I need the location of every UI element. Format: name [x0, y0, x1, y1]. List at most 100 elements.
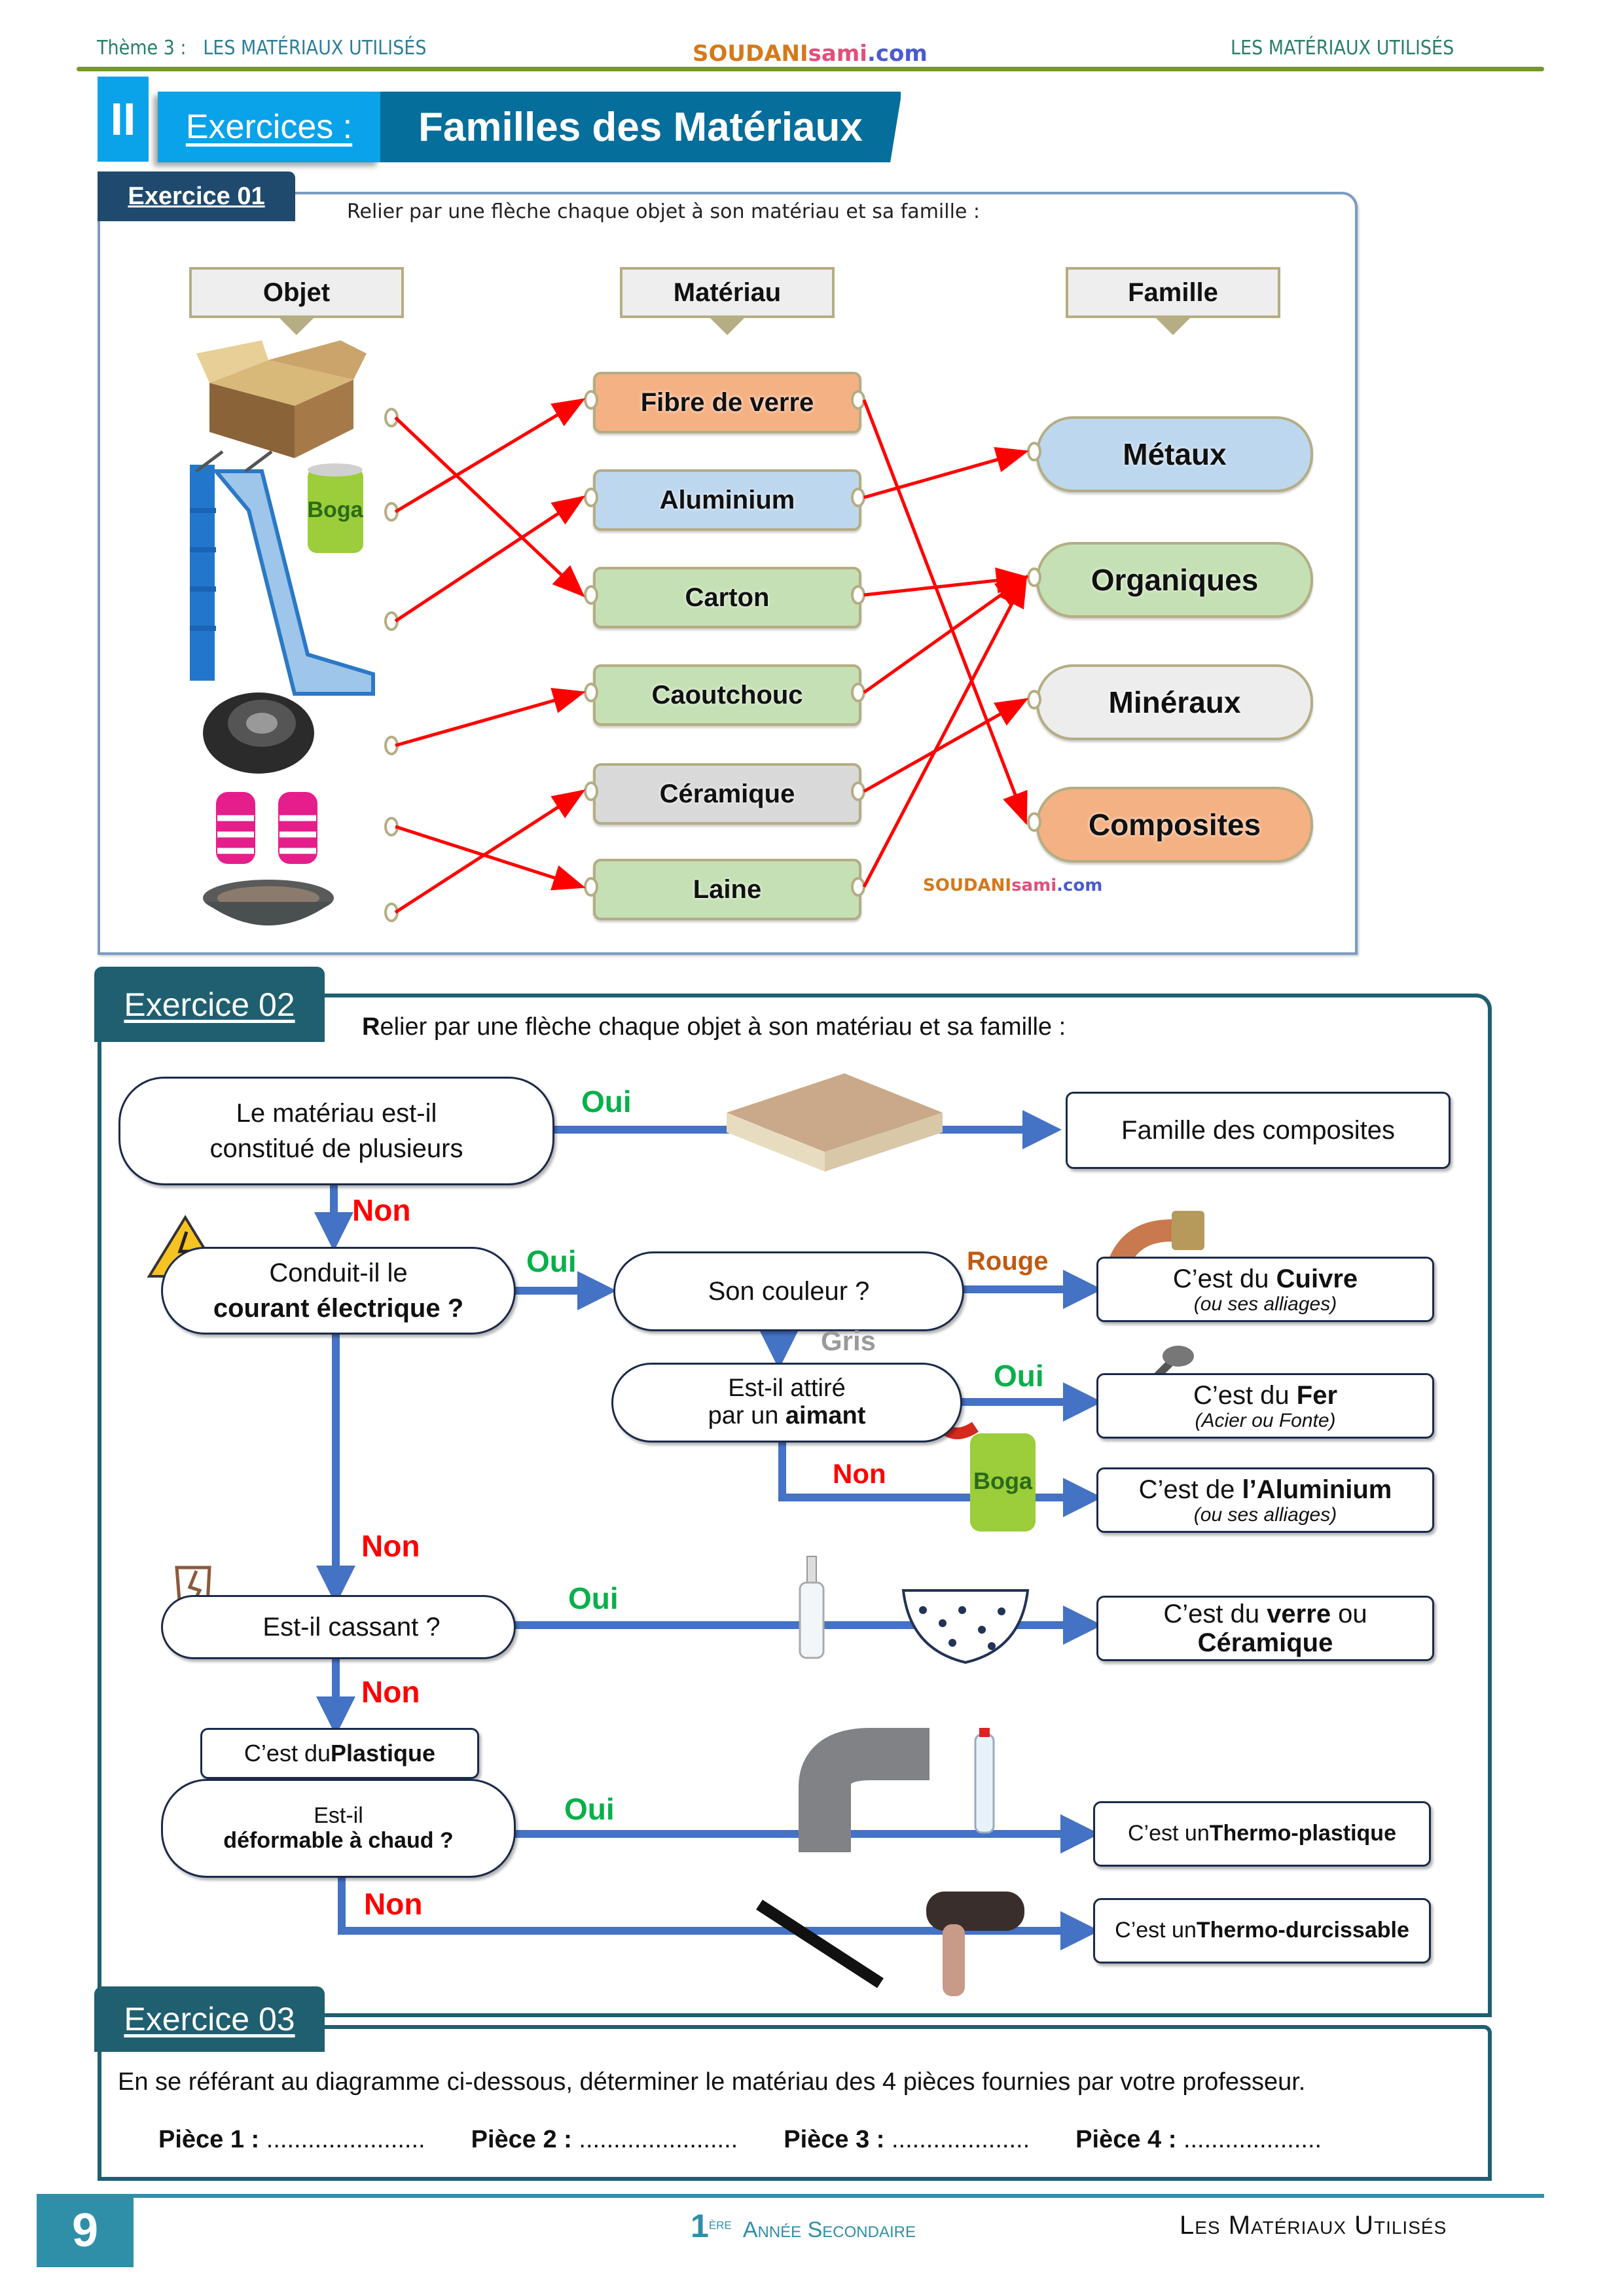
instruction-initial: R: [362, 1013, 380, 1041]
tire-icon: [203, 692, 314, 774]
exercise1-tab: Exercice 01: [98, 171, 295, 221]
material-connector-left[interactable]: [584, 585, 598, 605]
glass-bottle-icon: [799, 1556, 825, 1659]
ceramique-bold: Céramique: [1197, 1628, 1333, 1657]
material-box[interactable]: Fibre de verre: [593, 372, 861, 433]
column-header-materiau: Matériau: [620, 267, 835, 335]
material-box[interactable]: Carton: [593, 567, 861, 628]
piece-4-blank[interactable]: ....................: [1183, 2126, 1322, 2153]
label-gris: Gris: [821, 1325, 876, 1356]
water-bottle-icon: [974, 1728, 995, 1834]
label-oui-3: Oui: [994, 1359, 1044, 1393]
exercise1-instruction: Relier par une flèche chaque objet à son…: [347, 200, 981, 223]
result-fer: C’est du Fer(Acier ou Fonte): [1096, 1373, 1434, 1439]
gloves-icon: [216, 792, 317, 864]
material-label: Caoutchouc: [651, 680, 803, 709]
material-family-arrow: [863, 575, 1029, 694]
footer-title: Les Matériaux Utilisés: [1180, 2211, 1447, 2240]
thermoplastique-bold: Thermo-plastique: [1209, 1821, 1396, 1846]
box-icon: [196, 340, 367, 458]
brand-logo: SOUDANIsami.com: [693, 41, 928, 67]
piece-1-blank[interactable]: .......................: [266, 2126, 425, 2153]
family-box[interactable]: Métaux: [1036, 416, 1313, 492]
piece-2-blank[interactable]: .......................: [579, 2126, 738, 2153]
family-connector[interactable]: [1027, 812, 1041, 832]
material-box[interactable]: Laine: [593, 859, 861, 920]
comb-icon: [756, 1899, 884, 1988]
cuivre-bold: Cuivre: [1276, 1264, 1358, 1293]
exercise3-frame: [98, 2025, 1492, 2181]
question-breakable: Est-il cassant ?: [161, 1595, 516, 1659]
object-material-arrow: [394, 398, 586, 514]
level-number: 1: [691, 2208, 709, 2244]
instruction-rest: elier par une flèche chaque objet à son …: [380, 1013, 1066, 1041]
pieces-row: Pièce 1 : ....................... Pièce …: [158, 2126, 1322, 2154]
section-number: II: [98, 77, 149, 162]
label-non-1: Non: [352, 1193, 411, 1227]
alu-pre: C’est de: [1138, 1475, 1242, 1504]
object-material-arrow: [395, 688, 586, 747]
plastic-label-box: C’est du Plastique: [200, 1728, 479, 1779]
label-oui-1: Oui: [581, 1085, 632, 1119]
family-box[interactable]: Organiques: [1036, 542, 1313, 618]
header-theme: Thème 3 : LES MATÉRIAUX UTILISÉS: [97, 37, 426, 60]
q1-line1: Le matériau est-il: [236, 1099, 437, 1128]
thermodurcissable-bold: Thermo-durcissable: [1196, 1918, 1409, 1943]
column-header-objet-text: Objet: [262, 278, 331, 307]
slide-icon: [190, 450, 375, 696]
alu-sub: (ou ses alliages): [1193, 1503, 1337, 1526]
material-label: Céramique: [659, 779, 795, 808]
exercise3-tab-label: Exercice 03: [124, 2001, 295, 2037]
column-header-famille: Famille: [1066, 267, 1280, 335]
page-title-text: Familles des Matériaux: [418, 104, 863, 150]
piece-1-field[interactable]: Pièce 1 : .......................: [158, 2126, 425, 2154]
theme-title: LES MATÉRIAUX UTILISÉS: [203, 37, 427, 60]
q2-line2: courant électrique ?: [213, 1294, 464, 1323]
fer-bold: Fer: [1296, 1380, 1338, 1410]
family-label: Organiques: [1091, 563, 1259, 597]
material-box[interactable]: Caoutchouc: [593, 664, 861, 726]
soda-can-icon: Boga: [970, 1433, 1036, 1532]
q5-text: Est-il cassant ?: [262, 1613, 441, 1641]
object-material-arrow: [394, 495, 586, 623]
level-text: Année Secondaire: [742, 2217, 916, 2242]
material-box[interactable]: Aluminium: [593, 469, 861, 531]
hair-dryer-icon: [926, 1892, 1024, 1996]
thermoplastique-pre: C’est un: [1128, 1821, 1210, 1846]
piece-3-blank[interactable]: ....................: [892, 2126, 1030, 2153]
exercise2-tab-label: Exercice 02: [124, 986, 295, 1023]
exercise3-instruction: En se référant au diagramme ci-dessous, …: [118, 2068, 1306, 2096]
watermark-part1: SOUDANI: [923, 876, 1012, 895]
can-icon: Boga: [308, 463, 364, 553]
q3-text: Son couleur ?: [708, 1277, 870, 1306]
piece-2-field[interactable]: Pièce 2 : .......................: [471, 2126, 738, 2154]
footer-divider: [133, 2194, 1544, 2198]
label-non-5: Non: [364, 1887, 423, 1921]
material-box[interactable]: Céramique: [593, 763, 861, 825]
piece-1-label: Pièce 1 :: [158, 2126, 260, 2153]
material-label: Laine: [693, 874, 762, 904]
bowl-icon: [203, 880, 334, 925]
alu-bold: l’Aluminium: [1242, 1475, 1392, 1504]
q4-line1: Est-il attiré: [728, 1374, 846, 1403]
result-thermodurcissable: C’est un Thermo-durcissable: [1093, 1898, 1431, 1964]
piece-3-field[interactable]: Pièce 3 : ....................: [784, 2126, 1030, 2154]
thermodurcissable-pre: C’est un: [1115, 1918, 1197, 1943]
theme-label: Thème 3 :: [97, 37, 187, 60]
q4-line2-pre: par un: [708, 1402, 785, 1429]
verre-pre: C’est du: [1163, 1600, 1267, 1628]
question-color: Son couleur ?: [613, 1251, 964, 1331]
header-divider: [77, 67, 1544, 71]
material-family-arrow: [863, 698, 1029, 793]
piece-4-field[interactable]: Pièce 4 : ....................: [1075, 2126, 1322, 2154]
q4-line2-bold: aimant: [785, 1402, 866, 1429]
label-non-4: Non: [361, 1675, 420, 1709]
label-oui-5: Oui: [564, 1792, 615, 1826]
brand-part3: .com: [867, 41, 928, 67]
family-label: Minéraux: [1108, 685, 1241, 719]
plastic-bold: Plastique: [331, 1740, 436, 1767]
result-composites: Famille des composites: [1066, 1092, 1451, 1169]
